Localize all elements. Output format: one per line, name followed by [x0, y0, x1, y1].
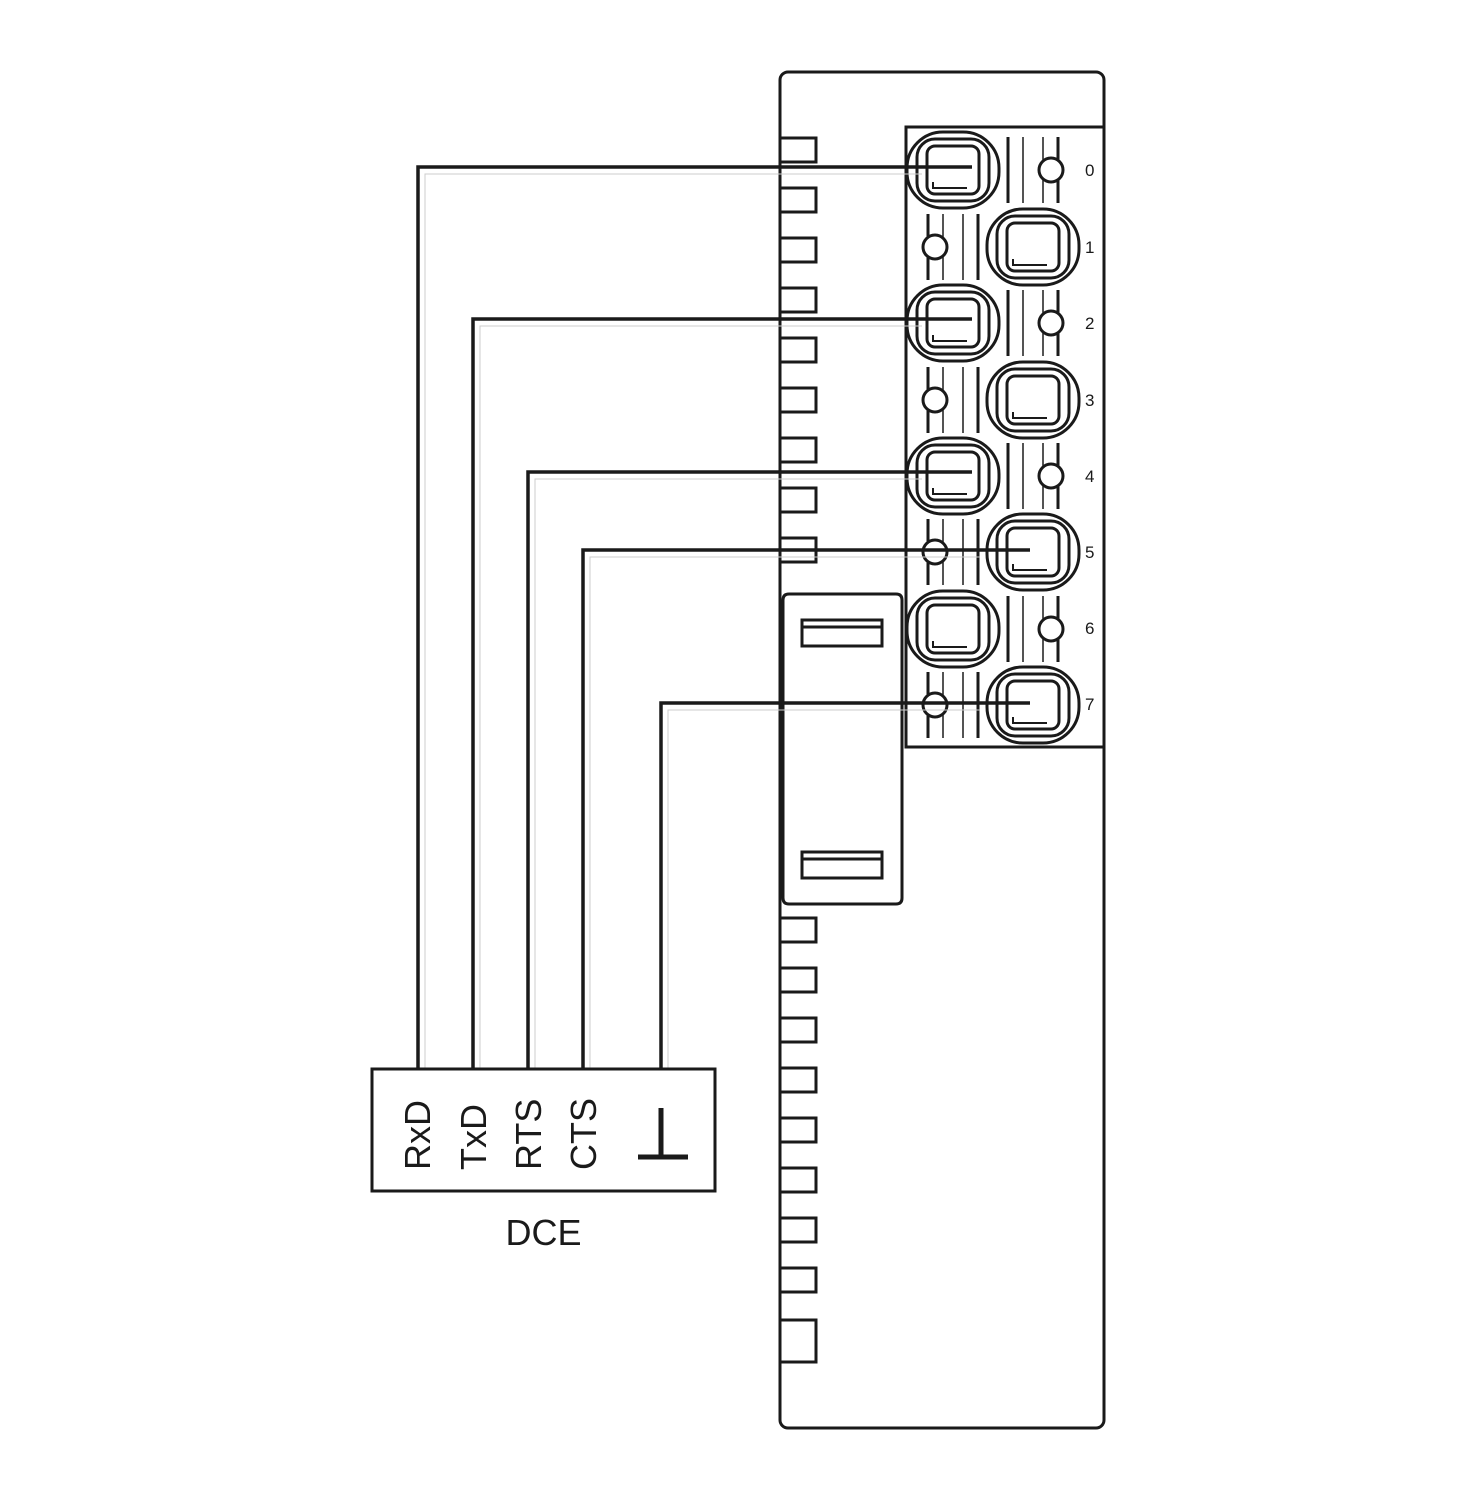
vent-slot: [778, 916, 818, 944]
wire-entry-icon: [1005, 374, 1061, 426]
wire-entry-icon: [1005, 679, 1061, 731]
vent-slot: [778, 236, 818, 264]
release-button-icon: [1037, 309, 1065, 337]
vent-slot: [778, 1116, 818, 1144]
release-button-icon: [1037, 156, 1065, 184]
wire-shadow: [589, 556, 980, 1069]
vent-slot: [778, 1216, 818, 1244]
wire-entry-icon: [925, 603, 981, 655]
wire-entry-detail: [1012, 717, 1047, 724]
spring-terminals: [905, 130, 1081, 745]
wire-entry-detail: [932, 641, 967, 648]
terminal-number-1: 1: [1085, 238, 1095, 257]
release-button-icon: [1037, 615, 1065, 643]
terminal-number-3: 3: [1085, 391, 1095, 410]
vent-slot: [778, 1166, 818, 1194]
vent-slot: [778, 966, 818, 994]
vent-slot: [778, 1016, 818, 1044]
vent-slot: [778, 186, 818, 214]
wire-entry-detail: [1012, 564, 1047, 571]
ground-icon: [638, 1108, 688, 1160]
io-module: [778, 70, 1106, 1430]
terminal-5: [921, 512, 1081, 592]
ventilation-slots: [778, 136, 818, 1364]
vent-slot: [778, 486, 818, 514]
wires: [416, 165, 1030, 1069]
terminal-number-2: 2: [1085, 314, 1095, 333]
vent-slot: [778, 1318, 818, 1364]
wire-entry-icon: [925, 297, 981, 349]
terminal-number-5: 5: [1085, 543, 1095, 562]
vent-slot: [778, 436, 818, 464]
wire-entry-detail: [932, 335, 967, 342]
wire-2: [526, 470, 972, 1069]
marker-slot-top: [800, 618, 884, 648]
vent-slot: [778, 336, 818, 364]
terminal-7: [921, 665, 1081, 745]
module-housing: [778, 70, 1106, 1430]
signal-label-txd: TxD: [453, 1104, 494, 1170]
terminal-2: [905, 283, 1065, 363]
wire-4: [659, 701, 1030, 1069]
vent-slot: [778, 1066, 818, 1094]
wire-shadow: [534, 478, 922, 1069]
wire-entry-detail: [1012, 412, 1047, 419]
release-button-icon: [921, 538, 949, 566]
wire-shadow: [424, 173, 922, 1069]
terminal-number-4: 4: [1085, 467, 1095, 486]
vent-slot: [778, 286, 818, 314]
wire-entry-detail: [1012, 259, 1047, 266]
dce-title: DCE: [505, 1212, 582, 1253]
wire-0: [416, 165, 972, 1069]
vent-slot: [778, 136, 818, 164]
wire-1: [471, 317, 972, 1069]
wire-3: [581, 548, 1030, 1069]
terminal-6: [905, 589, 1065, 669]
wire-entry-icon: [925, 450, 981, 502]
wire-entry-detail: [932, 182, 967, 189]
terminal-3: [921, 360, 1081, 440]
terminal-number-7: 7: [1085, 695, 1095, 714]
terminal-number-0: 0: [1085, 161, 1095, 180]
terminal-number-6: 6: [1085, 619, 1095, 638]
wire-shadow: [479, 325, 922, 1069]
terminal-4: [905, 436, 1065, 516]
signal-label-rts: RTS: [508, 1098, 549, 1170]
vent-slot: [778, 386, 818, 414]
marker-carrier: [781, 592, 904, 906]
dce-box: [370, 1067, 717, 1193]
terminal-1: [921, 207, 1081, 287]
wire-entry-icon: [1005, 221, 1061, 273]
wire-entry-icon: [925, 144, 981, 196]
wire-shadow: [667, 709, 980, 1069]
vent-slot: [778, 1266, 818, 1294]
terminal-0: [905, 130, 1065, 210]
release-button-icon: [1037, 462, 1065, 490]
release-button-icon: [921, 691, 949, 719]
release-button-icon: [921, 233, 949, 261]
signal-label-cts: CTS: [563, 1098, 604, 1170]
wire-entry-detail: [932, 488, 967, 495]
release-button-icon: [921, 386, 949, 414]
marker-slot-bottom: [800, 850, 884, 880]
wire-entry-icon: [1005, 526, 1061, 578]
signal-label-rxd: RxD: [397, 1100, 438, 1170]
